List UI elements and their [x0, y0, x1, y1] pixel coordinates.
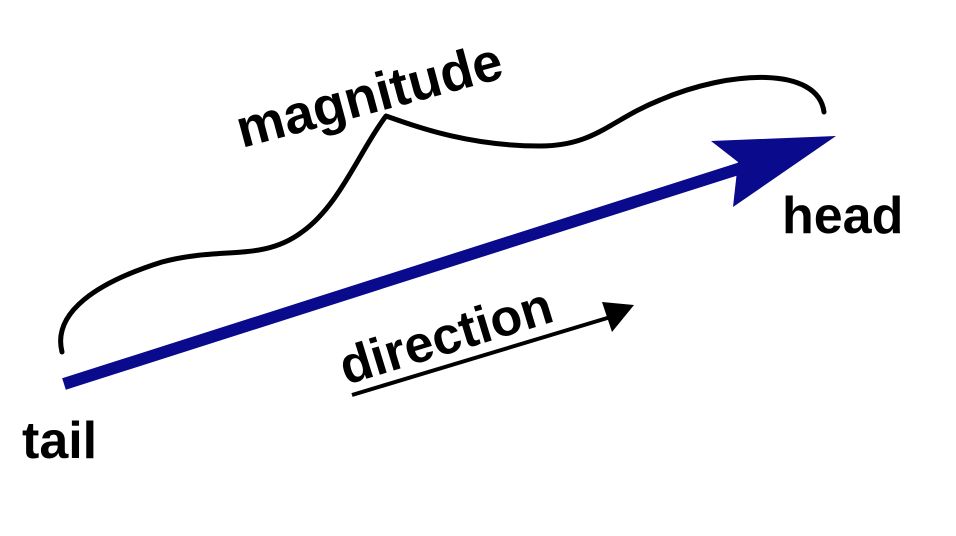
magnitude-brace	[58, 74, 827, 355]
direction-label: direction	[333, 277, 560, 397]
direction-arrow-head	[602, 302, 634, 332]
head-label: head	[782, 187, 903, 245]
tail-label: tail	[22, 412, 97, 470]
vector-arrow-head	[711, 136, 836, 207]
vector-arrow-shaft	[62, 156, 762, 390]
direction-arrow-shaft	[351, 314, 615, 397]
